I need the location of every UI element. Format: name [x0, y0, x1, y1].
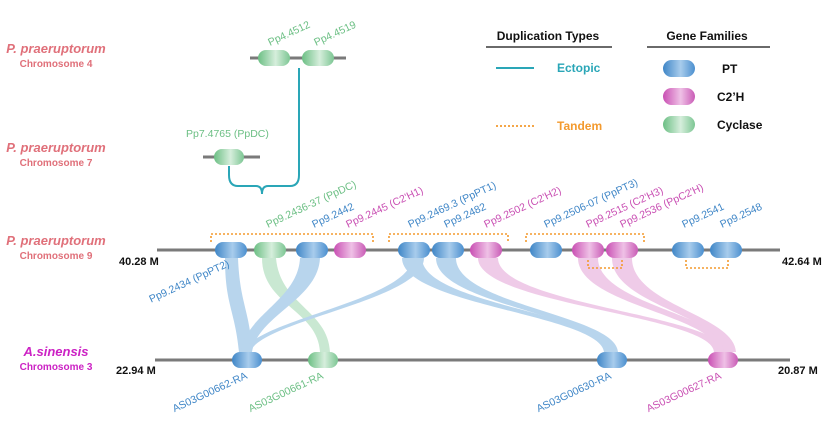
- label-as03g00661: AS03G00661-RA: [247, 370, 326, 415]
- gene-as03g00630[interactable]: [597, 352, 627, 368]
- chrom9-start-pos: 40.28 M: [119, 256, 159, 268]
- gene-pp9-2469-3[interactable]: [398, 242, 430, 258]
- synteny-links: [225, 258, 736, 352]
- link-pp2536-as627: [612, 258, 736, 352]
- tandem-4: [587, 260, 623, 269]
- label-pp9-2434: Pp9.2434 (PpPT2): [147, 258, 231, 306]
- tandem-5: [685, 260, 729, 269]
- legend-ch-swatch: [663, 88, 695, 105]
- gene-as03g00627[interactable]: [708, 352, 738, 368]
- tandem-duplications: [210, 233, 729, 269]
- legend-ch-label: C2’H: [717, 90, 744, 104]
- as3-start-pos: 22.94 M: [116, 365, 156, 377]
- gene-as03g00661[interactable]: [308, 352, 338, 368]
- legend-cy-label: Cyclase: [717, 118, 763, 132]
- gene-pp9-2442[interactable]: [296, 242, 328, 258]
- legend-duplication-types: Duplication Types Ectopic Tandem: [486, 29, 612, 133]
- gene-pp9-2506-07[interactable]: [530, 242, 562, 258]
- gene-pp9-2445[interactable]: [334, 242, 366, 258]
- label-pp4-4512: Pp4.4512: [266, 19, 312, 49]
- chrom-label-7: Chromosome 7: [20, 158, 93, 169]
- chrom9-genes: [215, 242, 742, 258]
- label-pp7-4765: Pp7.4765 (PpDC): [186, 128, 269, 140]
- gene-pp9-2541[interactable]: [672, 242, 704, 258]
- link-pp2482-as630: [436, 258, 618, 352]
- tandem-2: [388, 233, 509, 242]
- link-pp2442-as662: [241, 258, 320, 352]
- legend-gene-families: Gene Families PT C2’H Cyclase: [647, 29, 770, 133]
- gene-pp9-2436-37[interactable]: [254, 242, 286, 258]
- label-as03g00630: AS03G00630-RA: [535, 370, 614, 415]
- legend-pt-label: PT: [722, 62, 738, 76]
- tandem-1: [210, 233, 374, 242]
- gene-pp7-4765[interactable]: [214, 149, 244, 165]
- gene-pp9-2502[interactable]: [470, 242, 502, 258]
- species-label-as: A.sinensis: [22, 344, 88, 359]
- species-label-chrom7: P. praeruptorum: [6, 140, 106, 155]
- label-pp9-2541: Pp9.2541: [680, 201, 726, 231]
- chrom-label-9: Chromosome 9: [20, 251, 93, 262]
- as3-end-pos: 20.87 M: [778, 365, 818, 377]
- chrom-label-4: Chromosome 4: [20, 59, 93, 70]
- gene-pp9-2434[interactable]: [215, 242, 247, 258]
- species-label-chrom4: P. praeruptorum: [6, 41, 106, 56]
- label-as03g00627: AS03G00627-RA: [645, 370, 724, 415]
- legend-cy-swatch: [663, 116, 695, 133]
- label-pp4-4519: Pp4.4519: [312, 19, 358, 49]
- gene-pp9-2515[interactable]: [572, 242, 604, 258]
- species-label-chrom9: P. praeruptorum: [6, 233, 106, 248]
- tandem-3: [525, 233, 645, 242]
- chrom-label-as3: Chromosome 3: [20, 362, 93, 373]
- chrom9-end-pos: 42.64 M: [782, 256, 822, 268]
- label-as03g00662: AS03G00662-RA: [171, 370, 250, 415]
- link-pp2436-as661: [262, 258, 330, 352]
- gene-pp9-2536[interactable]: [606, 242, 638, 258]
- gene-pp9-2548[interactable]: [710, 242, 742, 258]
- legend-tandem-label: Tandem: [557, 119, 602, 133]
- gene-as03g00662[interactable]: [232, 352, 262, 368]
- legend-fam-title: Gene Families: [666, 29, 748, 43]
- legend-ectopic-label: Ectopic: [557, 61, 601, 75]
- link-pp2434-as662: [225, 258, 252, 352]
- link-pp2469-as630: [402, 258, 616, 352]
- gene-pp4-4519[interactable]: [302, 50, 334, 66]
- ectopic-duplication-link: [228, 68, 300, 195]
- legend-pt-swatch: [663, 60, 695, 77]
- gene-pp9-2482[interactable]: [432, 242, 464, 258]
- legend-dup-title: Duplication Types: [497, 29, 600, 43]
- as-chrom3-genes: [232, 352, 738, 368]
- gene-pp4-4512[interactable]: [258, 50, 290, 66]
- label-pp9-2548: Pp9.2548: [718, 201, 764, 231]
